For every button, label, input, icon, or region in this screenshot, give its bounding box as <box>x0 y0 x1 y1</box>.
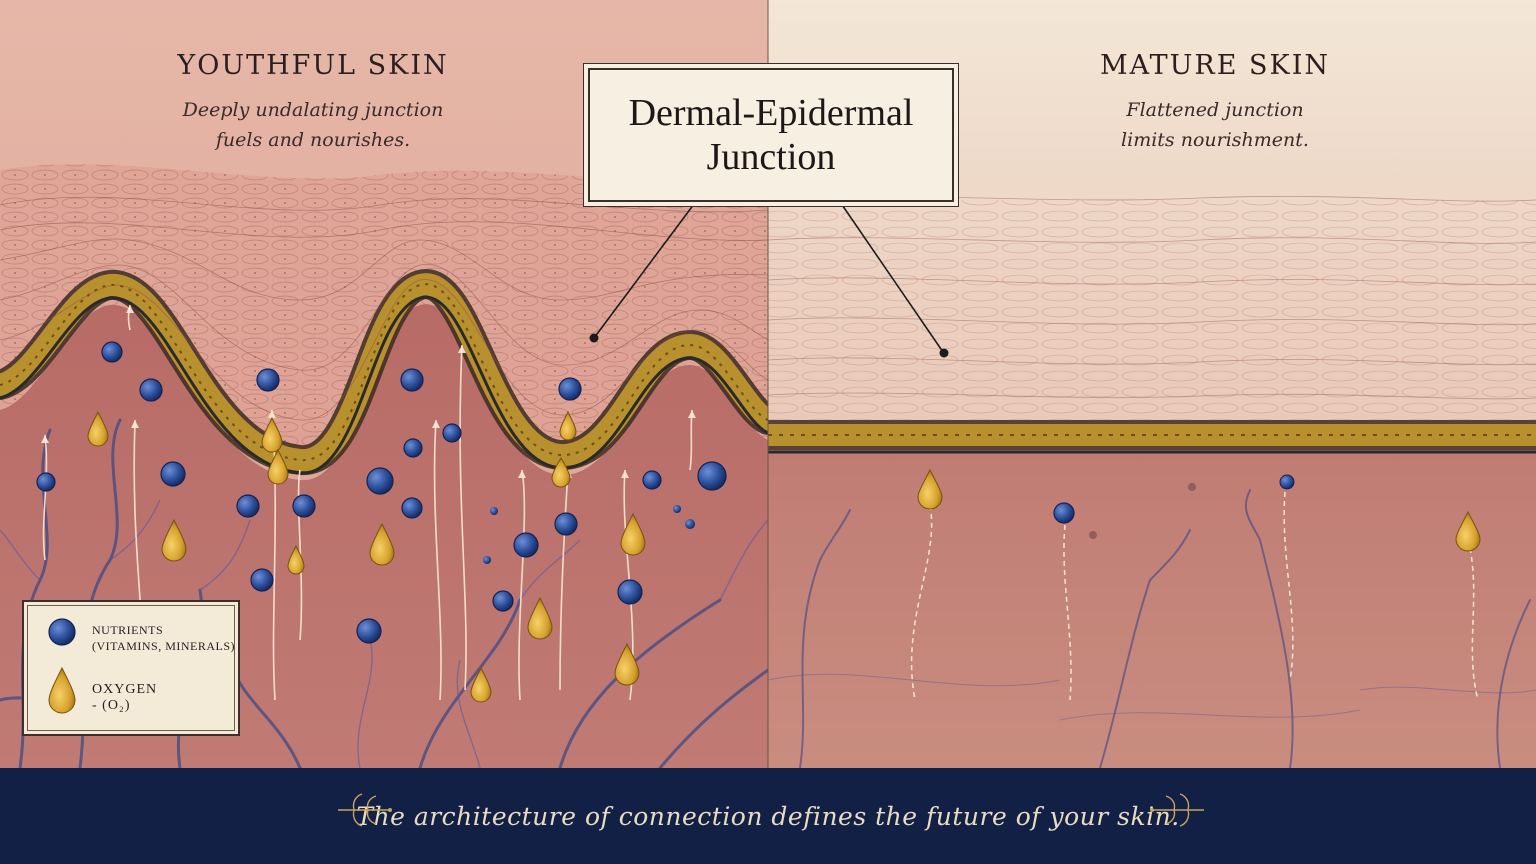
legend-oxygen-line1: OXYGEN <box>92 682 157 698</box>
legend: NUTRIENTS (VITAMINS, MINERALS) OXYGEN - … <box>22 600 240 736</box>
mature-skin-subtitle-line2: limits nourishment. <box>1005 125 1425 155</box>
legend-oxygen-label: OXYGEN - (O₂) <box>92 682 157 714</box>
mature-skin-subtitle: Flattened junction limits nourishment. <box>1005 95 1425 155</box>
junction-label: Dermal-Epidermal Junction <box>606 91 936 179</box>
junction-label-line1: Dermal-Epidermal <box>606 91 936 135</box>
youthful-skin-subtitle-line2: fuels and nourishes. <box>103 125 523 155</box>
right-junction-pointer <box>940 349 949 358</box>
mature-skin-subtitle-line1: Flattened junction <box>1005 95 1425 125</box>
junction-label-box: Dermal-Epidermal Junction <box>588 68 954 202</box>
legend-nutrients-line2: (VITAMINS, MINERALS) <box>92 638 235 654</box>
mature-skin-title: MATURE SKIN <box>1005 50 1425 81</box>
youthful-skin-subtitle: Deeply undalating junction fuels and nou… <box>103 95 523 155</box>
youthful-skin-title: YOUTHFUL SKIN <box>103 50 523 81</box>
nutrient-icon <box>49 619 75 645</box>
left-junction-pointer <box>590 334 599 343</box>
youthful-skin-heading: YOUTHFUL SKIN Deeply undalating junction… <box>103 50 523 155</box>
footer-banner: The architecture of connection defines t… <box>0 768 1536 864</box>
footer-caption: The architecture of connection defines t… <box>356 802 1179 831</box>
legend-nutrients-label: NUTRIENTS (VITAMINS, MINERALS) <box>92 622 235 654</box>
oxygen-icon <box>49 668 75 713</box>
mature-skin-heading: MATURE SKIN Flattened junction limits no… <box>1005 50 1425 155</box>
youthful-skin-subtitle-line1: Deeply undalating junction <box>103 95 523 125</box>
legend-nutrients-line1: NUTRIENTS <box>92 622 235 638</box>
junction-label-line2: Junction <box>606 135 936 179</box>
left-sprig-icon <box>334 790 394 830</box>
legend-oxygen-line2: - (O₂) <box>92 698 157 714</box>
right-sprig-icon <box>1148 790 1208 830</box>
